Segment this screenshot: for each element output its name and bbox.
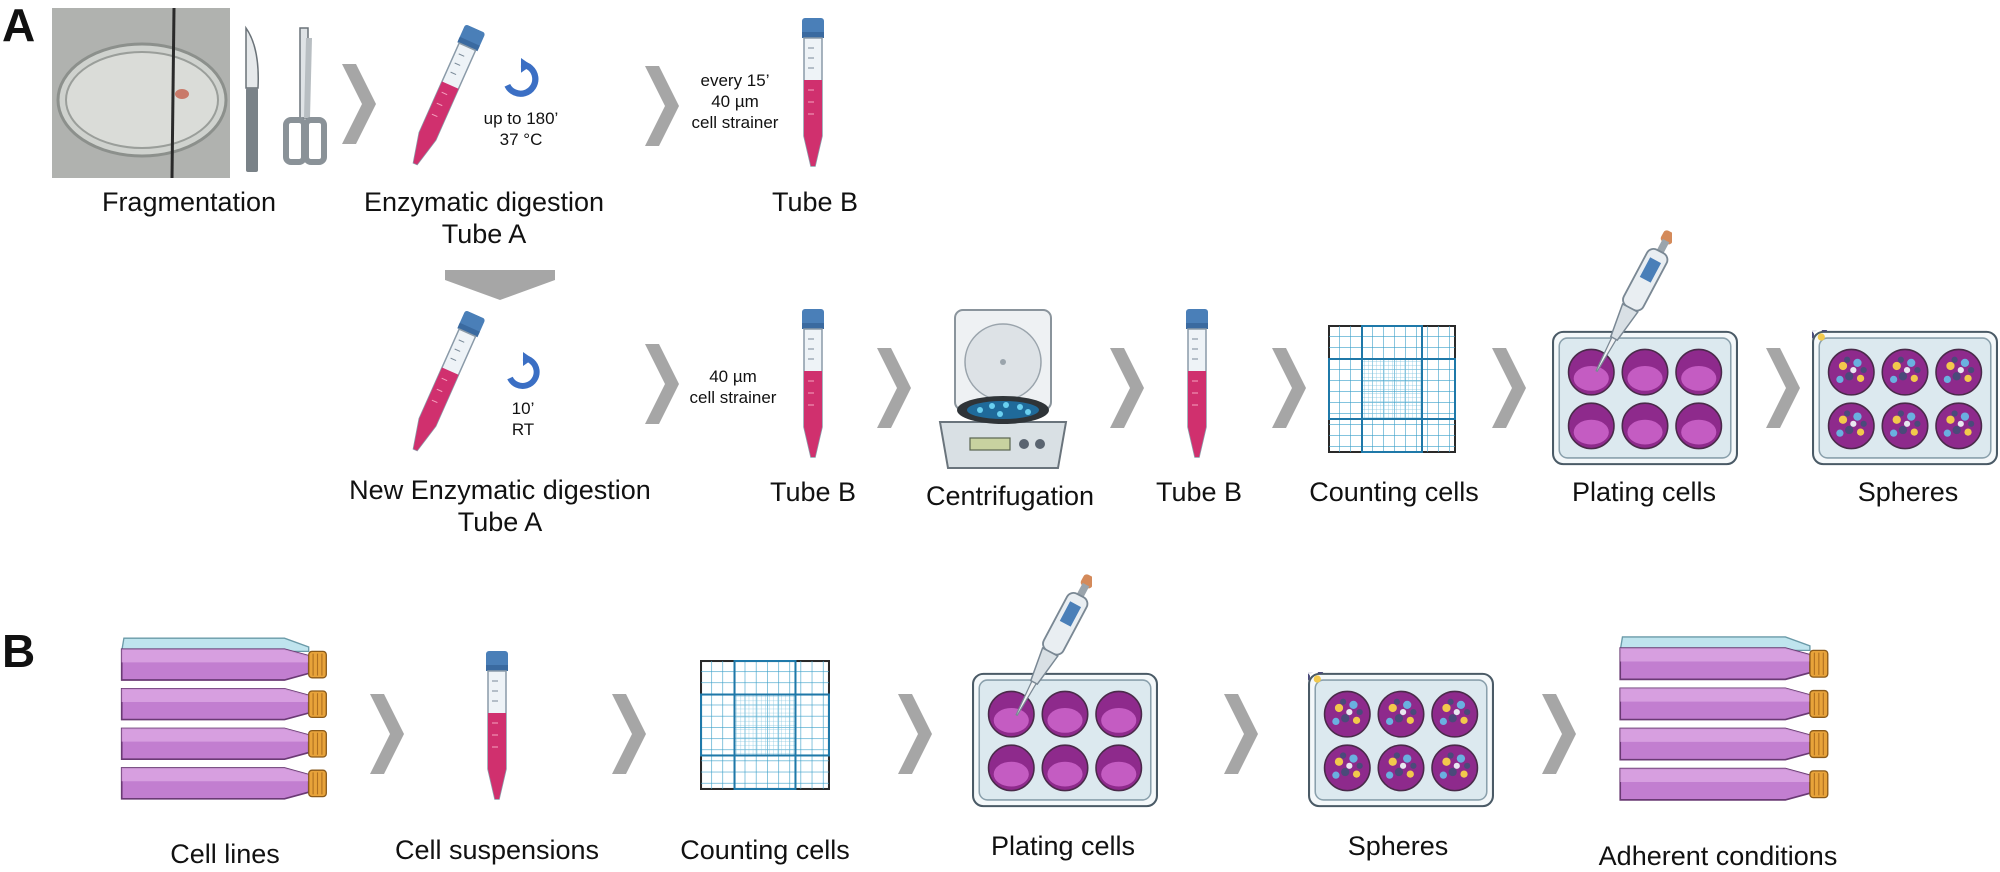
rotation-note-a2: 10’ RT bbox=[512, 398, 535, 440]
rotation-icon bbox=[503, 352, 543, 392]
label-plating-cells-b: Plating cells bbox=[990, 831, 1136, 861]
label-tube-b-1: Tube B bbox=[769, 477, 857, 507]
cell-culture-flask-icon bbox=[118, 636, 330, 812]
strainer-note-a2-line-2: cell strainer bbox=[689, 388, 777, 407]
rotation-note-line-2: 37 °C bbox=[499, 130, 543, 149]
chevron-arrow-icon bbox=[1766, 348, 1800, 428]
chevron-arrow-icon bbox=[645, 66, 679, 146]
strainer-note-a1: every 15’ 40 µm cell strainer bbox=[692, 70, 779, 133]
chevron-arrow-icon bbox=[1272, 348, 1306, 428]
conical-tube-icon bbox=[801, 308, 825, 458]
centrifuge-icon bbox=[938, 309, 1068, 469]
strainer-note-a1-line-3: cell strainer bbox=[691, 113, 779, 132]
scalpel-icon bbox=[245, 25, 259, 172]
scissors-icon bbox=[283, 27, 327, 165]
strainer-note-a1-line-1: every 15’ bbox=[700, 71, 770, 90]
label-plating-cells-a: Plating cells bbox=[1571, 477, 1717, 507]
conical-tube-icon bbox=[485, 650, 509, 800]
label-enzymatic-digestion: Enzymatic digestion Tube A bbox=[364, 186, 604, 250]
label-cell-suspensions: Cell suspensions bbox=[394, 835, 600, 865]
sphere-plate-icon bbox=[1812, 330, 1998, 466]
pipette-icon bbox=[1012, 569, 1092, 722]
panel-label-a: A bbox=[2, 0, 36, 51]
pipette-icon bbox=[1592, 225, 1672, 378]
panel-label-b: B bbox=[2, 625, 36, 677]
conical-tube-icon bbox=[1185, 308, 1209, 458]
label-enzymatic-digestion-line-1: Enzymatic digestion bbox=[363, 187, 605, 217]
label-spheres-b: Spheres bbox=[1347, 831, 1449, 861]
rotation-note: up to 180’ 37 °C bbox=[484, 108, 559, 150]
rotation-note-a2-line-2: RT bbox=[511, 420, 535, 439]
label-new-enzymatic-digestion-line-2: Tube A bbox=[457, 507, 543, 537]
hemocytometer-grid-icon bbox=[1328, 325, 1456, 453]
label-counting-cells-b: Counting cells bbox=[680, 835, 850, 865]
strainer-note-a1-line-2: 40 µm bbox=[711, 92, 759, 111]
rotation-note-line-1: up to 180’ bbox=[483, 109, 559, 128]
rotation-icon bbox=[500, 58, 542, 100]
chevron-arrow-icon bbox=[370, 694, 404, 774]
chevron-down-icon bbox=[445, 270, 555, 300]
label-counting-cells-a: Counting cells bbox=[1309, 477, 1479, 507]
rotation-note-a2-line-1: 10’ bbox=[511, 399, 535, 418]
hemocytometer-grid-icon bbox=[700, 660, 830, 790]
label-centrifugation: Centrifugation bbox=[925, 481, 1095, 511]
conical-tube-icon bbox=[404, 309, 487, 455]
label-new-enzymatic-digestion: New Enzymatic digestion Tube A bbox=[349, 474, 651, 538]
strainer-note-a2: 40 µm cell strainer bbox=[690, 366, 777, 408]
label-tube-b-2: Tube B bbox=[1155, 477, 1243, 507]
sphere-plate-icon bbox=[1308, 672, 1494, 808]
conical-tube-icon bbox=[801, 18, 825, 167]
petri-dish-photo bbox=[52, 7, 230, 179]
label-cell-lines: Cell lines bbox=[170, 839, 280, 869]
label-enzymatic-digestion-line-2: Tube A bbox=[441, 219, 527, 249]
label-adherent-conditions: Adherent conditions bbox=[1598, 841, 1838, 871]
conical-tube-icon bbox=[404, 23, 487, 169]
chevron-arrow-icon bbox=[612, 694, 646, 774]
label-new-enzymatic-digestion-line-1: New Enzymatic digestion bbox=[349, 475, 651, 505]
chevron-arrow-icon bbox=[645, 344, 679, 424]
label-fragmentation: Fragmentation bbox=[101, 187, 277, 217]
chevron-arrow-icon bbox=[877, 348, 911, 428]
label-tube-b: Tube B bbox=[771, 187, 859, 217]
chevron-arrow-icon bbox=[1224, 694, 1258, 774]
chevron-arrow-icon bbox=[1492, 348, 1526, 428]
chevron-arrow-icon bbox=[1542, 694, 1576, 774]
cell-culture-flask-icon bbox=[1618, 632, 1830, 816]
chevron-arrow-icon bbox=[1110, 348, 1144, 428]
label-spheres-a: Spheres bbox=[1857, 477, 1959, 507]
chevron-arrow-icon bbox=[342, 64, 376, 144]
strainer-note-a2-line-1: 40 µm bbox=[709, 367, 757, 386]
chevron-arrow-icon bbox=[898, 694, 932, 774]
